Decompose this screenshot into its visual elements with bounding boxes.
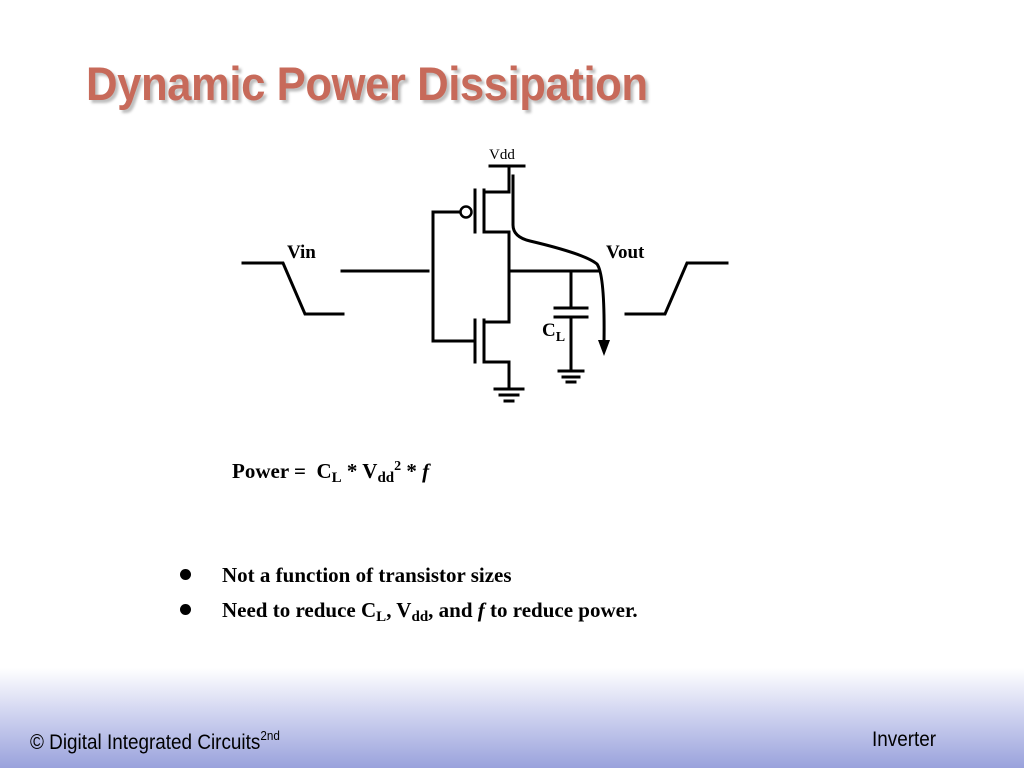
output-waveform (624, 261, 729, 316)
inverter-circuit-diagram: Vdd Vin Vout CL (241, 147, 729, 403)
ground-symbol-capacitor (557, 369, 585, 384)
bullet-vdd-sub: dd (411, 609, 429, 625)
bullet-text-mid1: , V (386, 598, 412, 622)
formula-f: f (422, 459, 430, 483)
bullet-icon (180, 569, 191, 580)
footer-chapter: Inverter (872, 728, 937, 751)
bullet-text-post: to reduce power. (490, 598, 638, 622)
pmos-transistor (431, 188, 511, 234)
formula-times-1: * (346, 459, 358, 483)
footer-band: © Digital Integrated Circuits2nd Inverte… (0, 668, 1024, 768)
current-path-arrow (511, 174, 606, 344)
formula-v: V (362, 459, 378, 483)
current-arrow-head (598, 340, 610, 356)
bullet-text-pre: Need to reduce C (222, 598, 377, 622)
formula-times-2: * (406, 459, 417, 483)
vin-label: Vin (287, 242, 316, 263)
bullet-cl-sub: L (376, 609, 387, 625)
footer-edition: 2nd (260, 728, 280, 743)
bullet-icon (180, 604, 191, 615)
formula-v-exp: 2 (394, 459, 402, 474)
formula-lhs: Power = (232, 459, 306, 483)
formula-c-sub: L (331, 470, 342, 486)
vdd-label: Vdd (489, 147, 515, 163)
bullet-text: Not a function of transistor sizes (222, 563, 512, 587)
nmos-transistor (431, 318, 511, 390)
footer-copyright: © Digital Integrated Circuits2nd (30, 728, 280, 755)
bullet-list: Not a function of transistor sizes Need … (178, 562, 638, 632)
bullet-item: Need to reduce CL, Vdd, and f to reduce … (178, 597, 638, 632)
load-capacitor (553, 269, 589, 372)
vout-label: Vout (606, 242, 645, 263)
formula-c: C (316, 459, 332, 483)
footer-copyright-text: © Digital Integrated Circuits (30, 731, 261, 754)
bullet-f: f (477, 598, 485, 622)
input-waveform (241, 261, 345, 316)
slide-title: Dynamic Power Dissipation (86, 57, 648, 110)
cl-label: CL (542, 320, 565, 345)
bullet-text-mid2: , and (428, 598, 473, 622)
bullet-item: Not a function of transistor sizes (178, 562, 638, 597)
formula-v-sub: dd (377, 470, 395, 486)
power-formula: Power = CL * Vdd2 * f (232, 459, 429, 487)
ground-symbol-nmos (493, 387, 525, 403)
